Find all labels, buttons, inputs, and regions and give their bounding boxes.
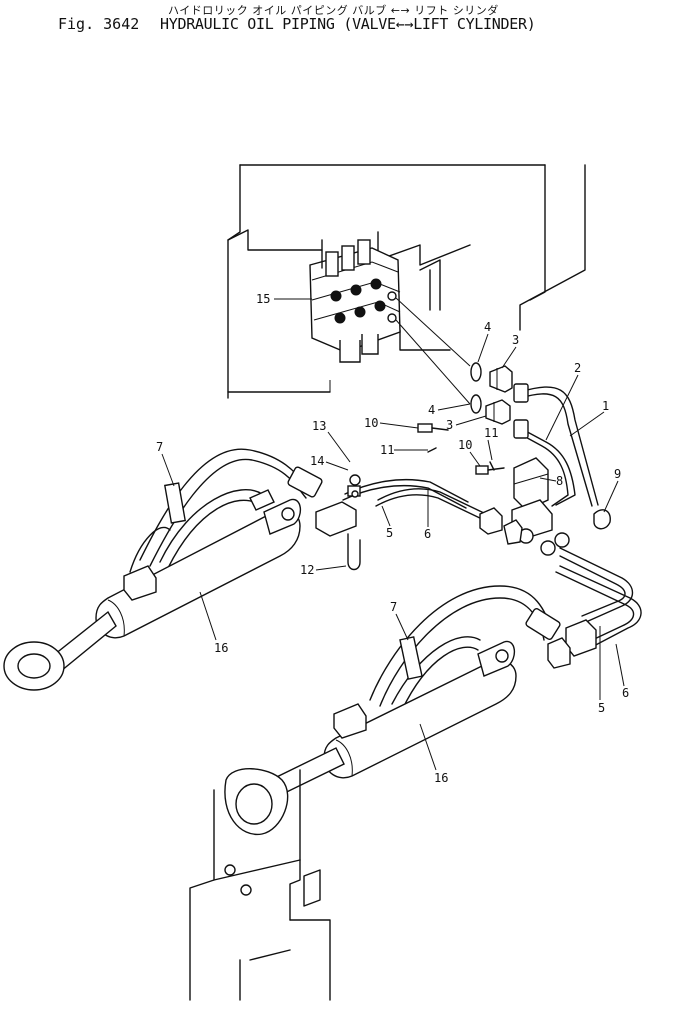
hose-clip-12 bbox=[347, 533, 361, 571]
svg-text:4: 4 bbox=[428, 403, 435, 417]
callout-7-left: 7 bbox=[156, 440, 175, 487]
callout-6-left: 6 bbox=[424, 490, 431, 541]
adapter-lower bbox=[485, 399, 511, 425]
svg-text:12: 12 bbox=[300, 563, 314, 577]
adapter-upper bbox=[489, 365, 513, 393]
steel-tube-1 bbox=[519, 386, 599, 507]
svg-text:6: 6 bbox=[622, 686, 629, 700]
callout-4-lower: 4 bbox=[428, 403, 471, 417]
fittings-right bbox=[547, 619, 597, 669]
tube-nut-upper bbox=[513, 383, 529, 403]
svg-text:11: 11 bbox=[484, 426, 498, 440]
japanese-title: ハイドロリック オイル パイピング バルブ ←→ リフト シリンダ bbox=[168, 4, 499, 17]
callout-1: 1 bbox=[569, 399, 609, 437]
svg-text:6: 6 bbox=[424, 527, 431, 541]
svg-text:3: 3 bbox=[446, 418, 453, 432]
svg-text:7: 7 bbox=[390, 600, 397, 614]
callout-11-upper: 11 bbox=[380, 443, 428, 457]
o-ring-upper bbox=[470, 362, 482, 382]
steel-tube-5-left bbox=[375, 488, 487, 521]
svg-text:8: 8 bbox=[556, 474, 563, 488]
figure-number: Fig. 3642 bbox=[58, 15, 140, 33]
svg-text:9: 9 bbox=[614, 467, 621, 481]
callout-5-left: 5 bbox=[381, 505, 393, 540]
callout-15: 15 bbox=[256, 292, 312, 306]
svg-text:5: 5 bbox=[598, 701, 605, 715]
svg-text:10: 10 bbox=[364, 416, 378, 430]
lift-cylinder-left bbox=[3, 489, 301, 691]
steel-tube-2 bbox=[519, 427, 576, 507]
callout-10-lower: 10 bbox=[458, 438, 481, 467]
valve-leader-lines bbox=[395, 297, 471, 405]
callout-labels: 15 4 3 2 1 4 3 10 bbox=[156, 292, 629, 785]
callout-10-upper: 10 bbox=[364, 416, 419, 430]
hydraulic-hose-left bbox=[129, 448, 323, 573]
svg-text:5: 5 bbox=[386, 526, 393, 540]
diagram-header: ハイドロリック オイル パイピング バルブ ←→ リフト シリンダ Fig. 3… bbox=[0, 0, 673, 44]
svg-text:1: 1 bbox=[602, 399, 609, 413]
callout-11-lower: 11 bbox=[484, 426, 498, 461]
lift-cylinder-right bbox=[249, 640, 517, 807]
callout-5-right: 5 bbox=[598, 626, 605, 715]
callout-13: 13 bbox=[312, 419, 351, 463]
svg-text:15: 15 bbox=[256, 292, 270, 306]
left-tube-block bbox=[315, 474, 361, 537]
washer-11-lower bbox=[489, 461, 495, 471]
callout-16-right: 16 bbox=[419, 723, 448, 785]
steel-tube-6-right bbox=[555, 565, 642, 649]
figure-title: HYDRAULIC OIL PIPING (VALVE←→LIFT CYLIND… bbox=[160, 15, 536, 33]
hydraulic-hose-right bbox=[369, 585, 561, 711]
svg-text:7: 7 bbox=[156, 440, 163, 454]
hose-tag-left bbox=[163, 482, 187, 524]
svg-text:3: 3 bbox=[512, 333, 519, 347]
svg-text:16: 16 bbox=[214, 641, 228, 655]
truck-frame bbox=[227, 164, 586, 399]
bolt-10-upper bbox=[417, 423, 449, 433]
tube-nut-lower bbox=[513, 419, 529, 439]
mast-frame bbox=[189, 768, 331, 1001]
washer-11-upper bbox=[427, 447, 437, 453]
callout-3-upper: 3 bbox=[501, 333, 519, 369]
svg-text:11: 11 bbox=[380, 443, 394, 457]
o-ring-lower bbox=[470, 394, 482, 414]
svg-text:14: 14 bbox=[310, 454, 324, 468]
svg-text:16: 16 bbox=[434, 771, 448, 785]
svg-text:10: 10 bbox=[458, 438, 472, 452]
callout-9: 9 bbox=[603, 467, 621, 513]
callout-8: 8 bbox=[539, 474, 563, 488]
control-valve bbox=[309, 239, 401, 363]
callout-2: 2 bbox=[545, 361, 581, 441]
svg-text:2: 2 bbox=[574, 361, 581, 375]
callout-7-right: 7 bbox=[390, 600, 409, 641]
bolt-10-lower bbox=[475, 465, 505, 475]
steel-tube-5-right bbox=[559, 547, 634, 623]
callout-16-left: 16 bbox=[199, 591, 228, 655]
svg-text:13: 13 bbox=[312, 419, 326, 433]
svg-text:4: 4 bbox=[484, 320, 491, 334]
callout-12: 12 bbox=[300, 563, 347, 577]
callout-6-right: 6 bbox=[615, 643, 629, 700]
callout-4-upper: 4 bbox=[477, 320, 491, 363]
callout-3-lower: 3 bbox=[446, 415, 487, 432]
tube-nut-left bbox=[479, 507, 523, 545]
callout-14: 14 bbox=[310, 454, 349, 471]
tube-bracket bbox=[513, 457, 549, 511]
clamp-9 bbox=[593, 509, 611, 530]
